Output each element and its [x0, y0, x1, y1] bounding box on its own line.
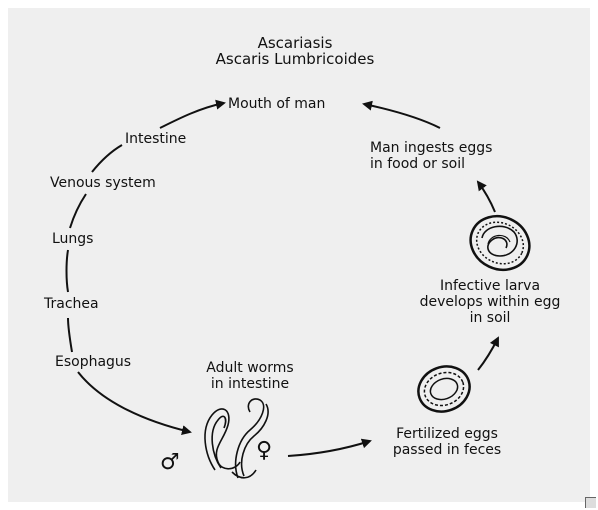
arrow-worms-to-eggs [288, 441, 370, 456]
stage-mouth: Mouth of man [228, 96, 325, 112]
stage-infective-line3: in soil [400, 310, 580, 326]
stage-lungs: Lungs [52, 231, 93, 247]
stage-intestine: Intestine [125, 131, 186, 147]
left-arc-venous-to-intestine [92, 145, 122, 172]
male-symbol-icon: ♂ [160, 452, 180, 474]
title-line2: Ascaris Lumbricoides [196, 51, 394, 67]
stage-venous-system: Venous system [50, 175, 156, 191]
left-arc-esophagus-to-trachea [68, 318, 72, 352]
arrow-ingests-to-mouth [364, 104, 440, 128]
stage-fertilized-line1: Fertilized eggs [368, 426, 526, 442]
left-arc-lungs-to-venous [70, 194, 86, 228]
stage-infective-line2: develops within egg [400, 294, 580, 310]
arc-esophagus-to-worms [78, 372, 190, 432]
arrow-larva-to-ingests [478, 182, 495, 212]
stage-infective-line1: Infective larva [400, 278, 580, 294]
stage-fertilized-line2: passed in feces [368, 442, 526, 458]
stage-ingests-line1: Man ingests eggs [370, 140, 492, 156]
resize-corner-icon [585, 497, 596, 508]
stage-trachea: Trachea [44, 296, 99, 312]
left-arc-intestine-to-mouth [160, 103, 224, 128]
stage-esophagus: Esophagus [55, 354, 131, 370]
left-arc-trachea-to-lungs [67, 250, 69, 292]
title-line1: Ascariasis [232, 35, 358, 51]
stage-adult-line2: in intestine [196, 376, 304, 392]
stage-adult-line1: Adult worms [196, 360, 304, 376]
stage-ingests-line2: in food or soil [370, 156, 465, 172]
arrow-egg-to-larva [478, 338, 498, 370]
egg-icon [412, 359, 476, 418]
female-symbol-icon: ♀ [256, 440, 272, 462]
larva-egg-icon [462, 207, 538, 279]
